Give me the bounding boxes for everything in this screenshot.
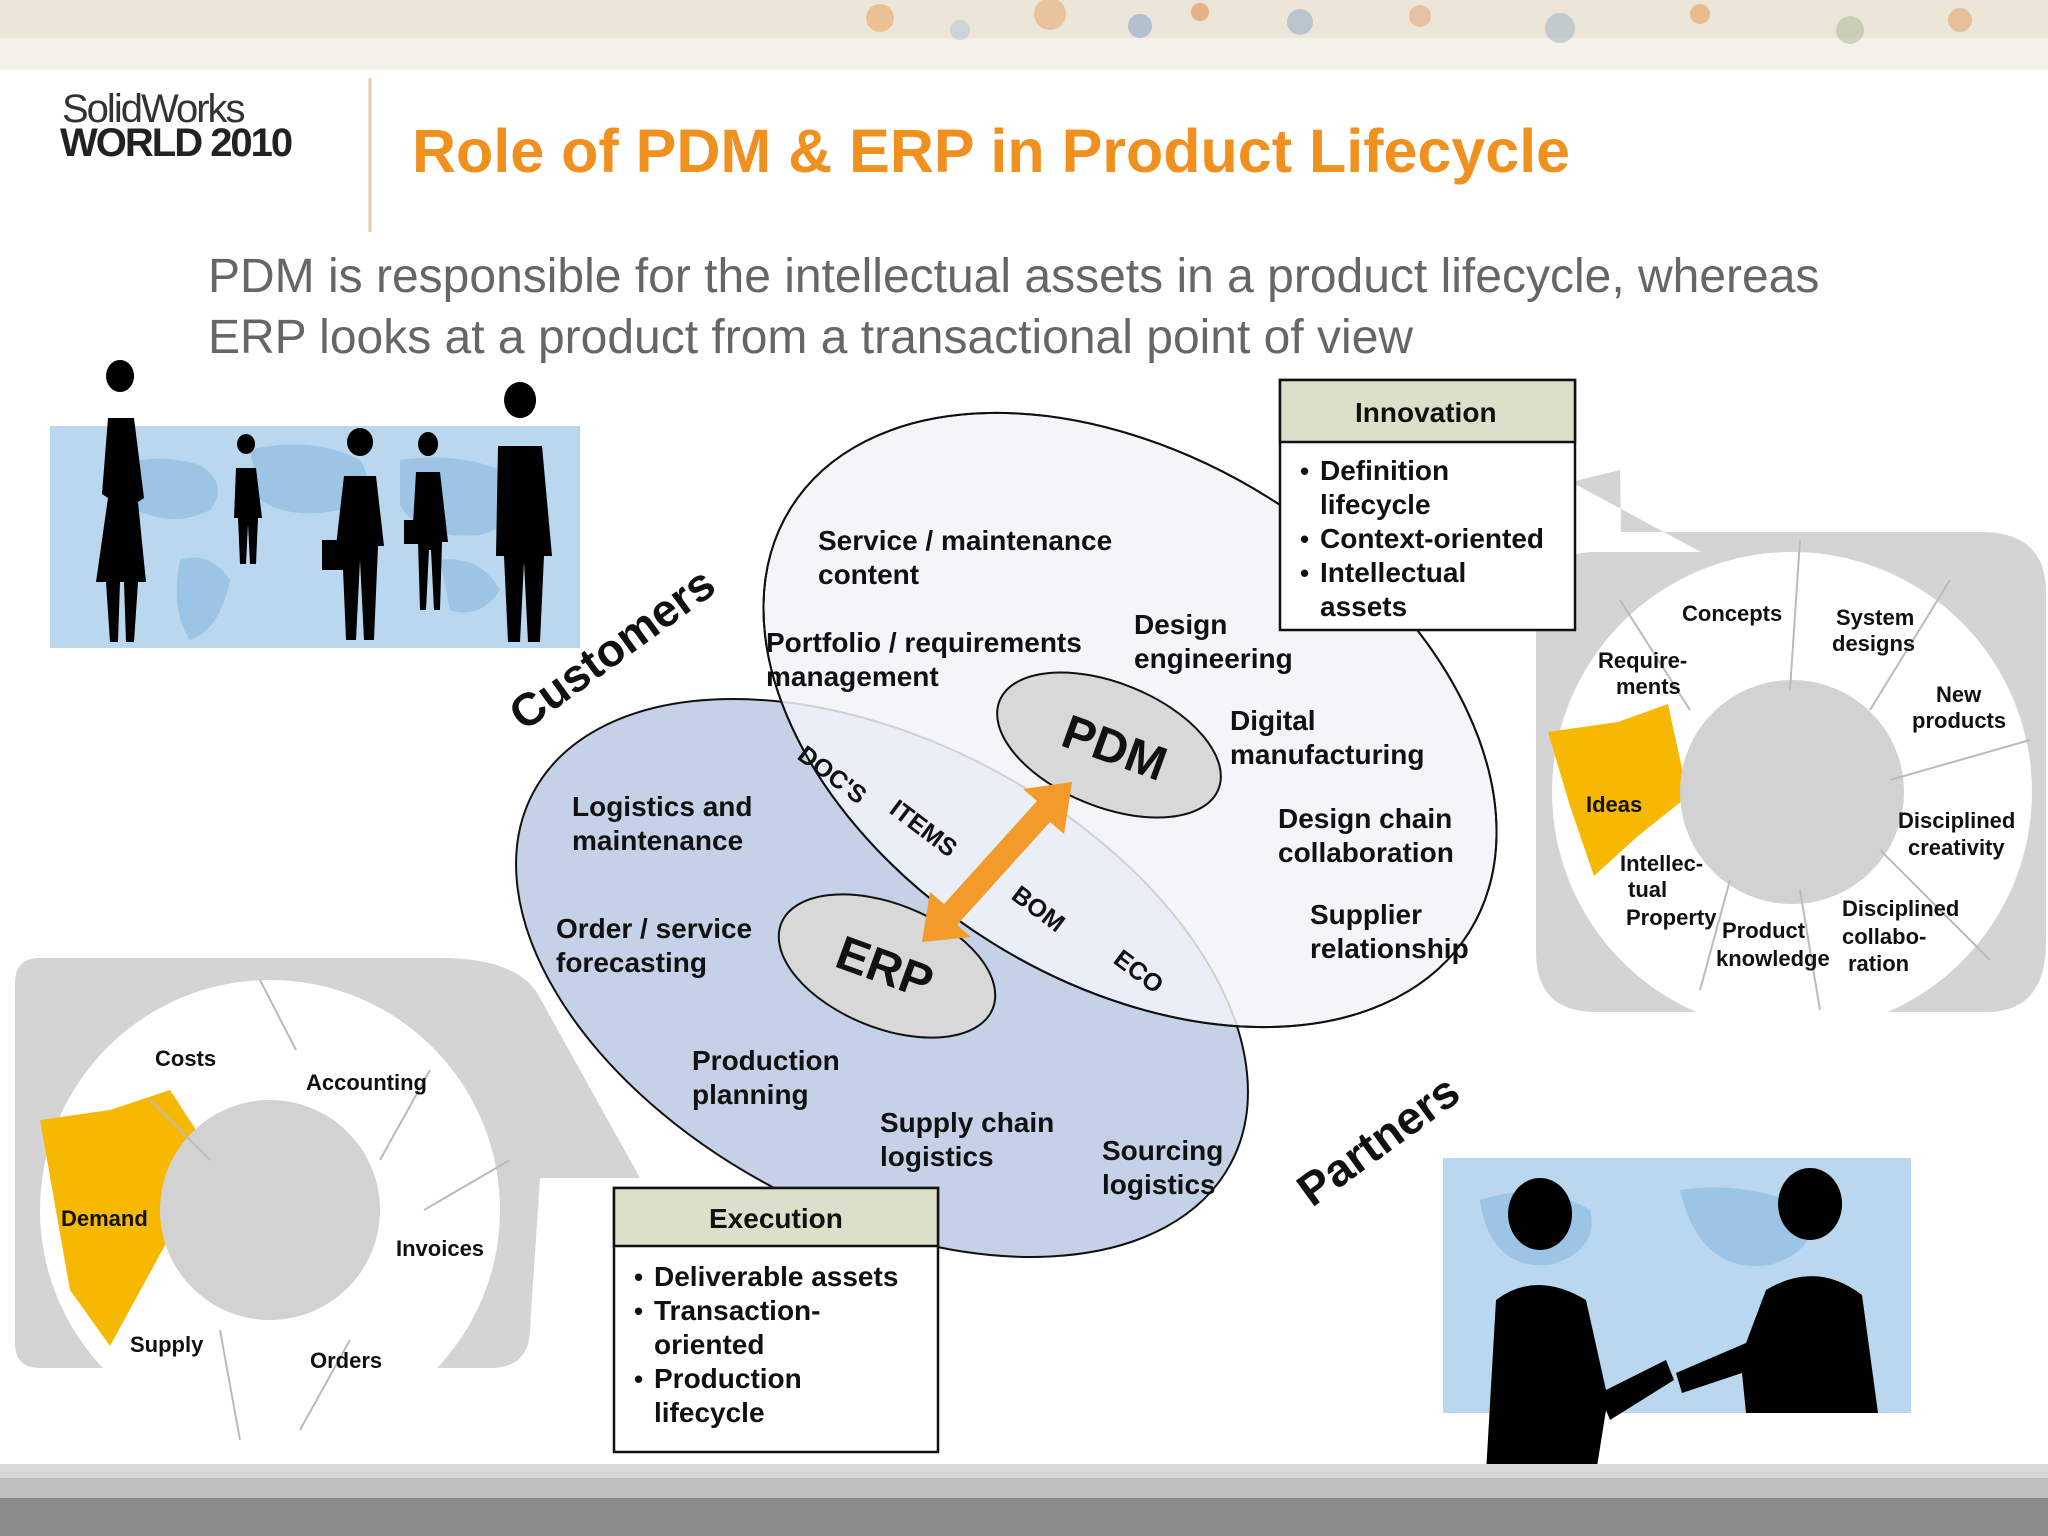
pdm-item-portfolio-1: Portfolio / requirements	[766, 627, 1082, 658]
innovation-cycle: Concepts System designs Require- ments N…	[1548, 539, 2032, 1032]
innovation-bullet-2: •	[1300, 524, 1309, 554]
execution-item-2b: oriented	[654, 1329, 764, 1360]
execution-bullet-3: •	[634, 1364, 643, 1394]
pdm-item-service-2: content	[818, 559, 919, 590]
cycle-label-supply: Supply	[130, 1332, 204, 1357]
cycle-label-invoices: Invoices	[396, 1236, 484, 1261]
cycle-label-system-2: designs	[1832, 631, 1915, 656]
execution-item-3a: Production	[654, 1363, 802, 1394]
page-title: Role of PDM & ERP in Product Lifecycle	[412, 117, 1570, 185]
logo-line1: SolidWorks	[62, 87, 245, 131]
erp-item-sourcing-2: logistics	[1102, 1169, 1216, 1200]
execution-item-2a: Transaction-	[654, 1295, 820, 1326]
innovation-box: Innovation • Definition lifecycle • Cont…	[1278, 378, 1577, 632]
cycle-label-dcr-2: creativity	[1908, 835, 2005, 860]
top-decoration	[0, 0, 2048, 70]
erp-item-production-2: planning	[692, 1079, 809, 1110]
cycle-label-concepts: Concepts	[1682, 601, 1782, 626]
innovation-bullet-1: •	[1300, 456, 1309, 486]
cycle-label-system-1: System	[1836, 605, 1914, 630]
innovation-item-3b: assets	[1320, 591, 1407, 622]
execution-bullet-1: •	[634, 1262, 643, 1292]
pdm-erp-double-arrow	[922, 782, 1072, 942]
innovation-item-3a: Intellectual	[1320, 557, 1466, 588]
erp-item-order-2: forecasting	[556, 947, 707, 978]
solidworks-world-logo: SolidWorks WORLD 2010	[60, 87, 294, 165]
cycle-label-orders: Orders	[310, 1348, 382, 1373]
subtitle-line1: PDM is responsible for the intellectual …	[208, 250, 1819, 303]
pdm-domain-outline	[762, 411, 1498, 1029]
pdm-items: Service / maintenance content Portfolio …	[766, 525, 1469, 964]
erp-item-logistics-2: maintenance	[572, 825, 743, 856]
cycle-label-req-2: ments	[1616, 674, 1681, 699]
execution-box-heading: Execution	[709, 1203, 843, 1234]
erp-item-logistics-1: Logistics and	[572, 791, 752, 822]
execution-cycle: Costs Accounting Demand Invoices Supply …	[40, 979, 511, 1441]
logo-line2: WORLD 2010	[60, 121, 292, 165]
erp-item-sourcing-1: Sourcing	[1102, 1135, 1223, 1166]
handshake-left-person	[1486, 1177, 1674, 1473]
pdm-node	[996, 671, 1222, 819]
cycle-label-ideas: Ideas	[1586, 792, 1642, 817]
cycle-label-pk-2: knowledge	[1716, 946, 1830, 971]
innovation-item-1b: lifecycle	[1320, 489, 1431, 520]
pdm-item-supplier-1: Supplier	[1310, 899, 1422, 930]
footer-strip	[0, 1464, 2048, 1536]
cycle-label-dco-2: collabo-	[1842, 924, 1926, 949]
erp-item-supply-1: Supply chain	[880, 1107, 1054, 1138]
cycle-label-req-1: Require-	[1598, 648, 1687, 673]
execution-bullet-2: •	[634, 1296, 643, 1326]
pdm-item-chain-1: Design chain	[1278, 803, 1452, 834]
pdm-item-portfolio-2: management	[766, 661, 939, 692]
erp-item-production-1: Production	[692, 1045, 840, 1076]
partners-image	[1443, 1158, 1911, 1473]
erp-item-supply-2: logistics	[880, 1141, 994, 1172]
erp-item-order-1: Order / service	[556, 913, 752, 944]
pdm-item-design-eng-1: Design	[1134, 609, 1227, 640]
cycle-label-ip-3: Property	[1626, 905, 1717, 930]
customers-image	[50, 360, 580, 648]
pdm-item-supplier-2: relationship	[1310, 933, 1469, 964]
pdm-item-digital-1: Digital	[1230, 705, 1316, 736]
execution-item-1: Deliverable assets	[654, 1261, 898, 1292]
innovation-item-1a: Definition	[1320, 455, 1449, 486]
execution-item-3b: lifecycle	[654, 1397, 765, 1428]
pdm-item-digital-2: manufacturing	[1230, 739, 1424, 770]
woman-silhouette	[96, 360, 146, 642]
cycle-label-costs: Costs	[155, 1046, 216, 1071]
partners-label: Partners	[1287, 1064, 1469, 1216]
cycle-label-new-1: New	[1936, 682, 1982, 707]
erp-items: Logistics and maintenance Order / servic…	[556, 791, 1223, 1200]
innovation-item-2: Context-oriented	[1320, 523, 1544, 554]
cycle-label-dcr-1: Disciplined	[1898, 808, 2015, 833]
innovation-bullet-3: •	[1300, 558, 1309, 588]
man-silhouette-small	[234, 434, 262, 564]
cycle-label-dco-3: ration	[1848, 951, 1909, 976]
cycle-label-dco-1: Disciplined	[1842, 896, 1959, 921]
woman-silhouette-small	[404, 432, 448, 610]
pdm-item-chain-2: collaboration	[1278, 837, 1454, 868]
man-silhouette-briefcase	[322, 428, 384, 640]
cycle-label-pk-1: Product	[1722, 918, 1806, 943]
cycle-label-new-2: products	[1912, 708, 2006, 733]
cycle-label-accounting: Accounting	[306, 1070, 427, 1095]
pdm-item-service-1: Service / maintenance	[818, 525, 1112, 556]
cycle-label-ip-2: tual	[1628, 877, 1667, 902]
cycle-label-ip-1: Intellec-	[1620, 851, 1703, 876]
handshake-right-person	[1676, 1168, 1878, 1413]
innovation-box-heading: Innovation	[1355, 397, 1497, 428]
subtitle-line2: ERP looks at a product from a transactio…	[208, 311, 1413, 364]
pdm-item-design-eng-2: engineering	[1134, 643, 1293, 674]
cycle-label-demand: Demand	[61, 1206, 148, 1231]
execution-box: Execution • Deliverable assets • Transac…	[612, 1186, 940, 1454]
man-silhouette-tall	[496, 382, 552, 642]
